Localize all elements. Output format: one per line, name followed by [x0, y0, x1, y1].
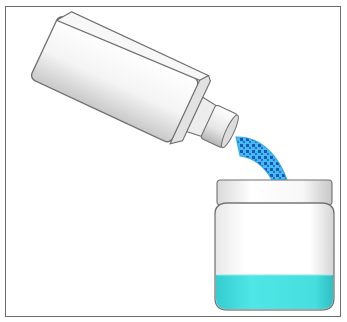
jar-liquid	[216, 275, 333, 309]
bottle-icon	[30, 8, 251, 167]
jar-icon	[215, 180, 334, 310]
jar-cap	[217, 180, 332, 205]
bottle-body	[30, 8, 213, 148]
